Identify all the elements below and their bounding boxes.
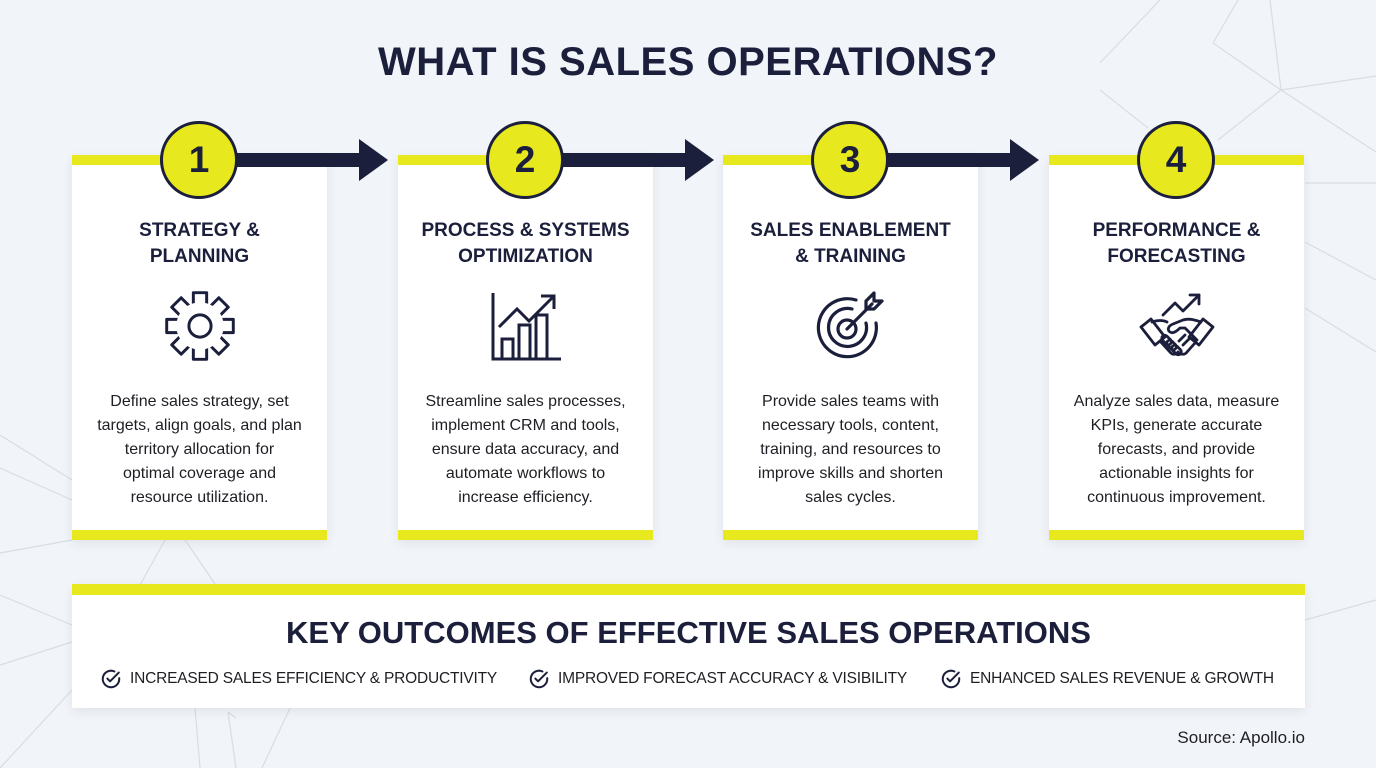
step-description: Define sales strategy, set targets, alig… — [97, 393, 302, 506]
card-bottom-accent-bar — [72, 530, 327, 540]
step-title: PERFORMANCE & FORECASTING — [1049, 218, 1304, 270]
step-title-line: PERFORMANCE & — [1092, 220, 1261, 241]
outcome-label: IMPROVED FORECAST ACCURACY & VISIBILITY — [558, 670, 908, 687]
key-outcomes-title: KEY OUTCOMES OF EFFECTIVE SALES OPERATIO… — [286, 615, 1091, 650]
check-circle-icon — [941, 669, 961, 689]
arrow-connector-2-3 — [558, 153, 688, 167]
step-title: SALES ENABLEMENT & TRAINING — [723, 218, 978, 270]
check-circle-icon — [101, 669, 121, 689]
card-bottom-accent-bar — [723, 530, 978, 540]
step-number-badge: 1 — [160, 121, 238, 199]
outcome-label: ENHANCED SALES REVENUE & GROWTH — [970, 670, 1274, 687]
step-title: STRATEGY & PLANNING — [72, 218, 327, 270]
step-description: Streamline sales processes, implement CR… — [425, 393, 626, 506]
step-description: Provide sales teams with necessary tools… — [758, 393, 943, 506]
step-number-badge: 4 — [1137, 121, 1215, 199]
step-title-line: OPTIMIZATION — [458, 246, 593, 267]
arrow-right-icon — [1010, 139, 1039, 181]
outcome-label: INCREASED SALES EFFICIENCY & PRODUCTIVIT… — [130, 670, 498, 687]
step-title-line: & TRAINING — [795, 246, 906, 267]
step-card-process-systems: PROCESS & SYSTEMS OPTIMIZATION Streamlin… — [398, 155, 653, 540]
step-title-line: PROCESS & SYSTEMS — [421, 220, 630, 241]
page-title: WHAT IS SALES OPERATIONS? — [378, 40, 998, 84]
gear-icon — [72, 289, 327, 363]
panel-top-accent-bar — [72, 584, 1305, 595]
handshake-growth-icon — [1049, 289, 1304, 363]
outcome-item-efficiency: INCREASED SALES EFFICIENCY & PRODUCTIVIT… — [100, 667, 497, 691]
source-attribution: Source: Apollo.io — [1177, 728, 1305, 747]
target-arrow-icon — [723, 289, 978, 363]
step-title-line: FORECASTING — [1107, 246, 1246, 267]
step-title-line: SALES ENABLEMENT — [750, 220, 951, 241]
outcome-item-forecast: IMPROVED FORECAST ACCURACY & VISIBILITY — [528, 667, 907, 691]
step-number-badge: 3 — [811, 121, 889, 199]
step-card-strategy-planning: STRATEGY & PLANNING Define sales strateg… — [72, 155, 327, 540]
step-title: PROCESS & SYSTEMS OPTIMIZATION — [398, 218, 653, 270]
step-card-sales-enablement: SALES ENABLEMENT & TRAINING Provide sale… — [723, 155, 978, 540]
key-outcomes-panel: KEY OUTCOMES OF EFFECTIVE SALES OPERATIO… — [72, 584, 1305, 708]
step-number-badge: 2 — [486, 121, 564, 199]
step-description: Analyze sales data, measure KPIs, genera… — [1073, 393, 1280, 506]
step-title-line: PLANNING — [149, 246, 250, 267]
step-title-line: STRATEGY & — [139, 220, 260, 241]
card-bottom-accent-bar — [398, 530, 653, 540]
check-circle-icon — [529, 669, 549, 689]
arrow-right-icon — [359, 139, 388, 181]
outcome-item-revenue: ENHANCED SALES REVENUE & GROWTH — [940, 667, 1274, 691]
arrow-connector-3-4 — [883, 153, 1013, 167]
step-card-performance-forecasting: PERFORMANCE & FORECASTING Analyze sales … — [1049, 155, 1304, 540]
bar-chart-growth-icon — [398, 289, 653, 363]
arrow-connector-1-2 — [232, 153, 362, 167]
card-bottom-accent-bar — [1049, 530, 1304, 540]
arrow-right-icon — [685, 139, 714, 181]
